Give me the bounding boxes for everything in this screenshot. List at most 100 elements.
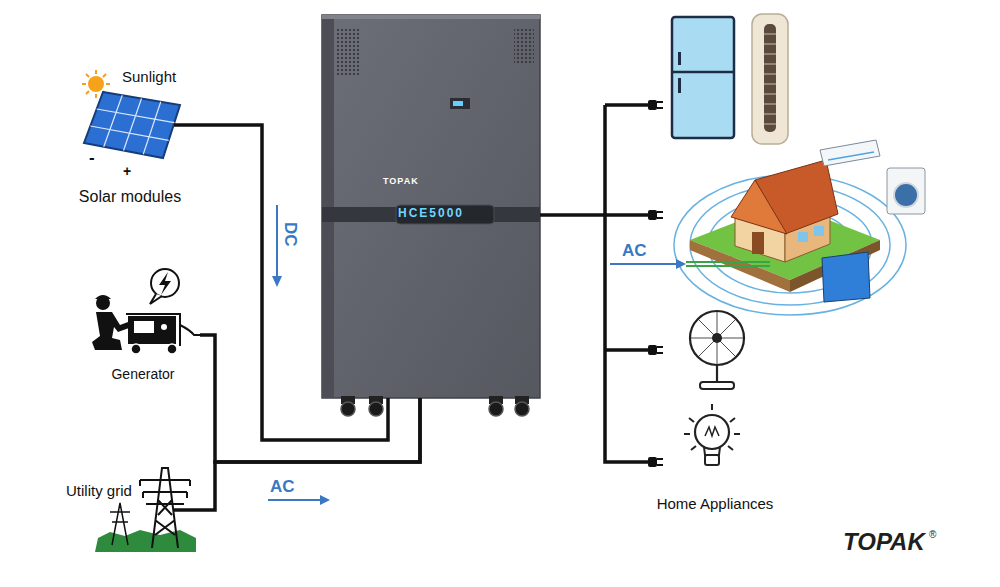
storage-unit: TOPAK HCE5000	[322, 15, 540, 398]
bubble-tail	[150, 294, 162, 304]
current-type: AC	[622, 241, 647, 261]
small-pylon	[110, 503, 130, 545]
plug	[648, 345, 657, 355]
sun-disc	[88, 76, 104, 92]
worker-cap	[95, 295, 111, 299]
registered-mark: ®	[929, 529, 936, 541]
fan-guard	[690, 311, 744, 365]
power-wire	[540, 215, 648, 462]
grid-lead	[174, 508, 200, 512]
house-window	[798, 232, 808, 242]
solar-source: SunlightSolar modules	[72, 64, 188, 210]
unit-vent	[337, 28, 361, 76]
unit-wheel	[489, 402, 503, 416]
speech-bubble	[151, 269, 179, 297]
washing-machine	[887, 168, 925, 214]
fan-base	[700, 382, 734, 389]
feed-line	[686, 262, 770, 266]
ac-arrowhead	[676, 259, 686, 269]
plug	[648, 210, 657, 220]
generator-panel	[134, 321, 154, 333]
plug-prongs	[657, 102, 663, 108]
house-window	[814, 226, 824, 236]
plug	[648, 100, 657, 110]
unit-top-edge	[322, 15, 540, 19]
bulb-glass	[695, 415, 729, 449]
polarity-sign: -	[89, 148, 95, 168]
bulb-filament	[705, 427, 719, 436]
current-type: AC	[270, 477, 295, 497]
unit-display	[450, 98, 470, 109]
source-note: Sunlight	[122, 68, 176, 85]
generator-wheel	[167, 344, 177, 354]
fridge-door-line	[672, 71, 734, 74]
grid-source: Utility grid	[58, 462, 200, 554]
source-label: Generator	[111, 366, 174, 382]
display-digits	[453, 101, 463, 106]
bulb-neck	[704, 447, 720, 455]
unit-housing	[322, 15, 540, 398]
branch-wires	[605, 105, 650, 350]
source-label: Solar modules	[79, 188, 181, 206]
load-label: Home Appliances	[657, 495, 774, 512]
brand-logo: TOPAK	[843, 528, 925, 556]
pylon	[140, 468, 190, 548]
polarity-sign: +	[123, 163, 131, 179]
fridge	[672, 17, 734, 138]
grille-slats	[764, 34, 776, 124]
panel-lead	[174, 123, 188, 127]
power-wire	[200, 335, 420, 462]
unit-wheel	[341, 402, 355, 416]
dc-arrow	[276, 205, 278, 277]
unit-wheel	[515, 402, 529, 416]
house-door	[752, 232, 764, 254]
solar-panel	[84, 92, 180, 158]
generator-wheel	[131, 344, 141, 354]
bulb-rays	[684, 404, 740, 450]
fan-grill	[690, 311, 744, 365]
grass	[95, 530, 196, 552]
ac-arrow	[610, 263, 677, 265]
plug-symbols	[648, 100, 663, 467]
tower-fan-grille	[764, 24, 776, 132]
air-conditioner	[820, 140, 880, 166]
model-name: HCE5000	[398, 207, 464, 221]
unit-nameplate	[396, 205, 494, 224]
fridge-handle	[678, 78, 681, 93]
generator-body	[128, 316, 176, 344]
plug	[648, 457, 657, 467]
house-gable	[731, 180, 787, 234]
generator-cord	[180, 325, 200, 335]
power-wire	[200, 398, 420, 510]
generator-socket	[161, 324, 167, 330]
source-label: Utility grid	[64, 482, 134, 499]
washer-door	[894, 183, 918, 207]
panel-grid	[90, 95, 174, 154]
ac-vent	[828, 152, 874, 160]
fan-hub	[712, 333, 722, 343]
unit-vent	[514, 28, 534, 64]
dc-arrowhead	[272, 276, 282, 287]
unit-band	[322, 207, 540, 222]
tv-panel	[822, 252, 870, 302]
ac-arrowhead	[320, 495, 330, 505]
unit-wheel	[369, 402, 383, 416]
unit-side	[322, 15, 334, 398]
generator-frame	[126, 314, 180, 346]
worker-body	[92, 312, 129, 350]
fan-stand	[716, 365, 718, 382]
fridge-handle	[678, 52, 681, 65]
brand-mark: TOPAK	[383, 176, 419, 186]
tower-fan	[752, 14, 788, 144]
lightning-symbol	[159, 272, 171, 295]
plug-prongs	[657, 347, 663, 353]
worker-head	[96, 296, 110, 310]
plug-prongs	[657, 459, 663, 465]
ac-arrow	[268, 499, 321, 501]
current-type: DC	[280, 222, 300, 247]
